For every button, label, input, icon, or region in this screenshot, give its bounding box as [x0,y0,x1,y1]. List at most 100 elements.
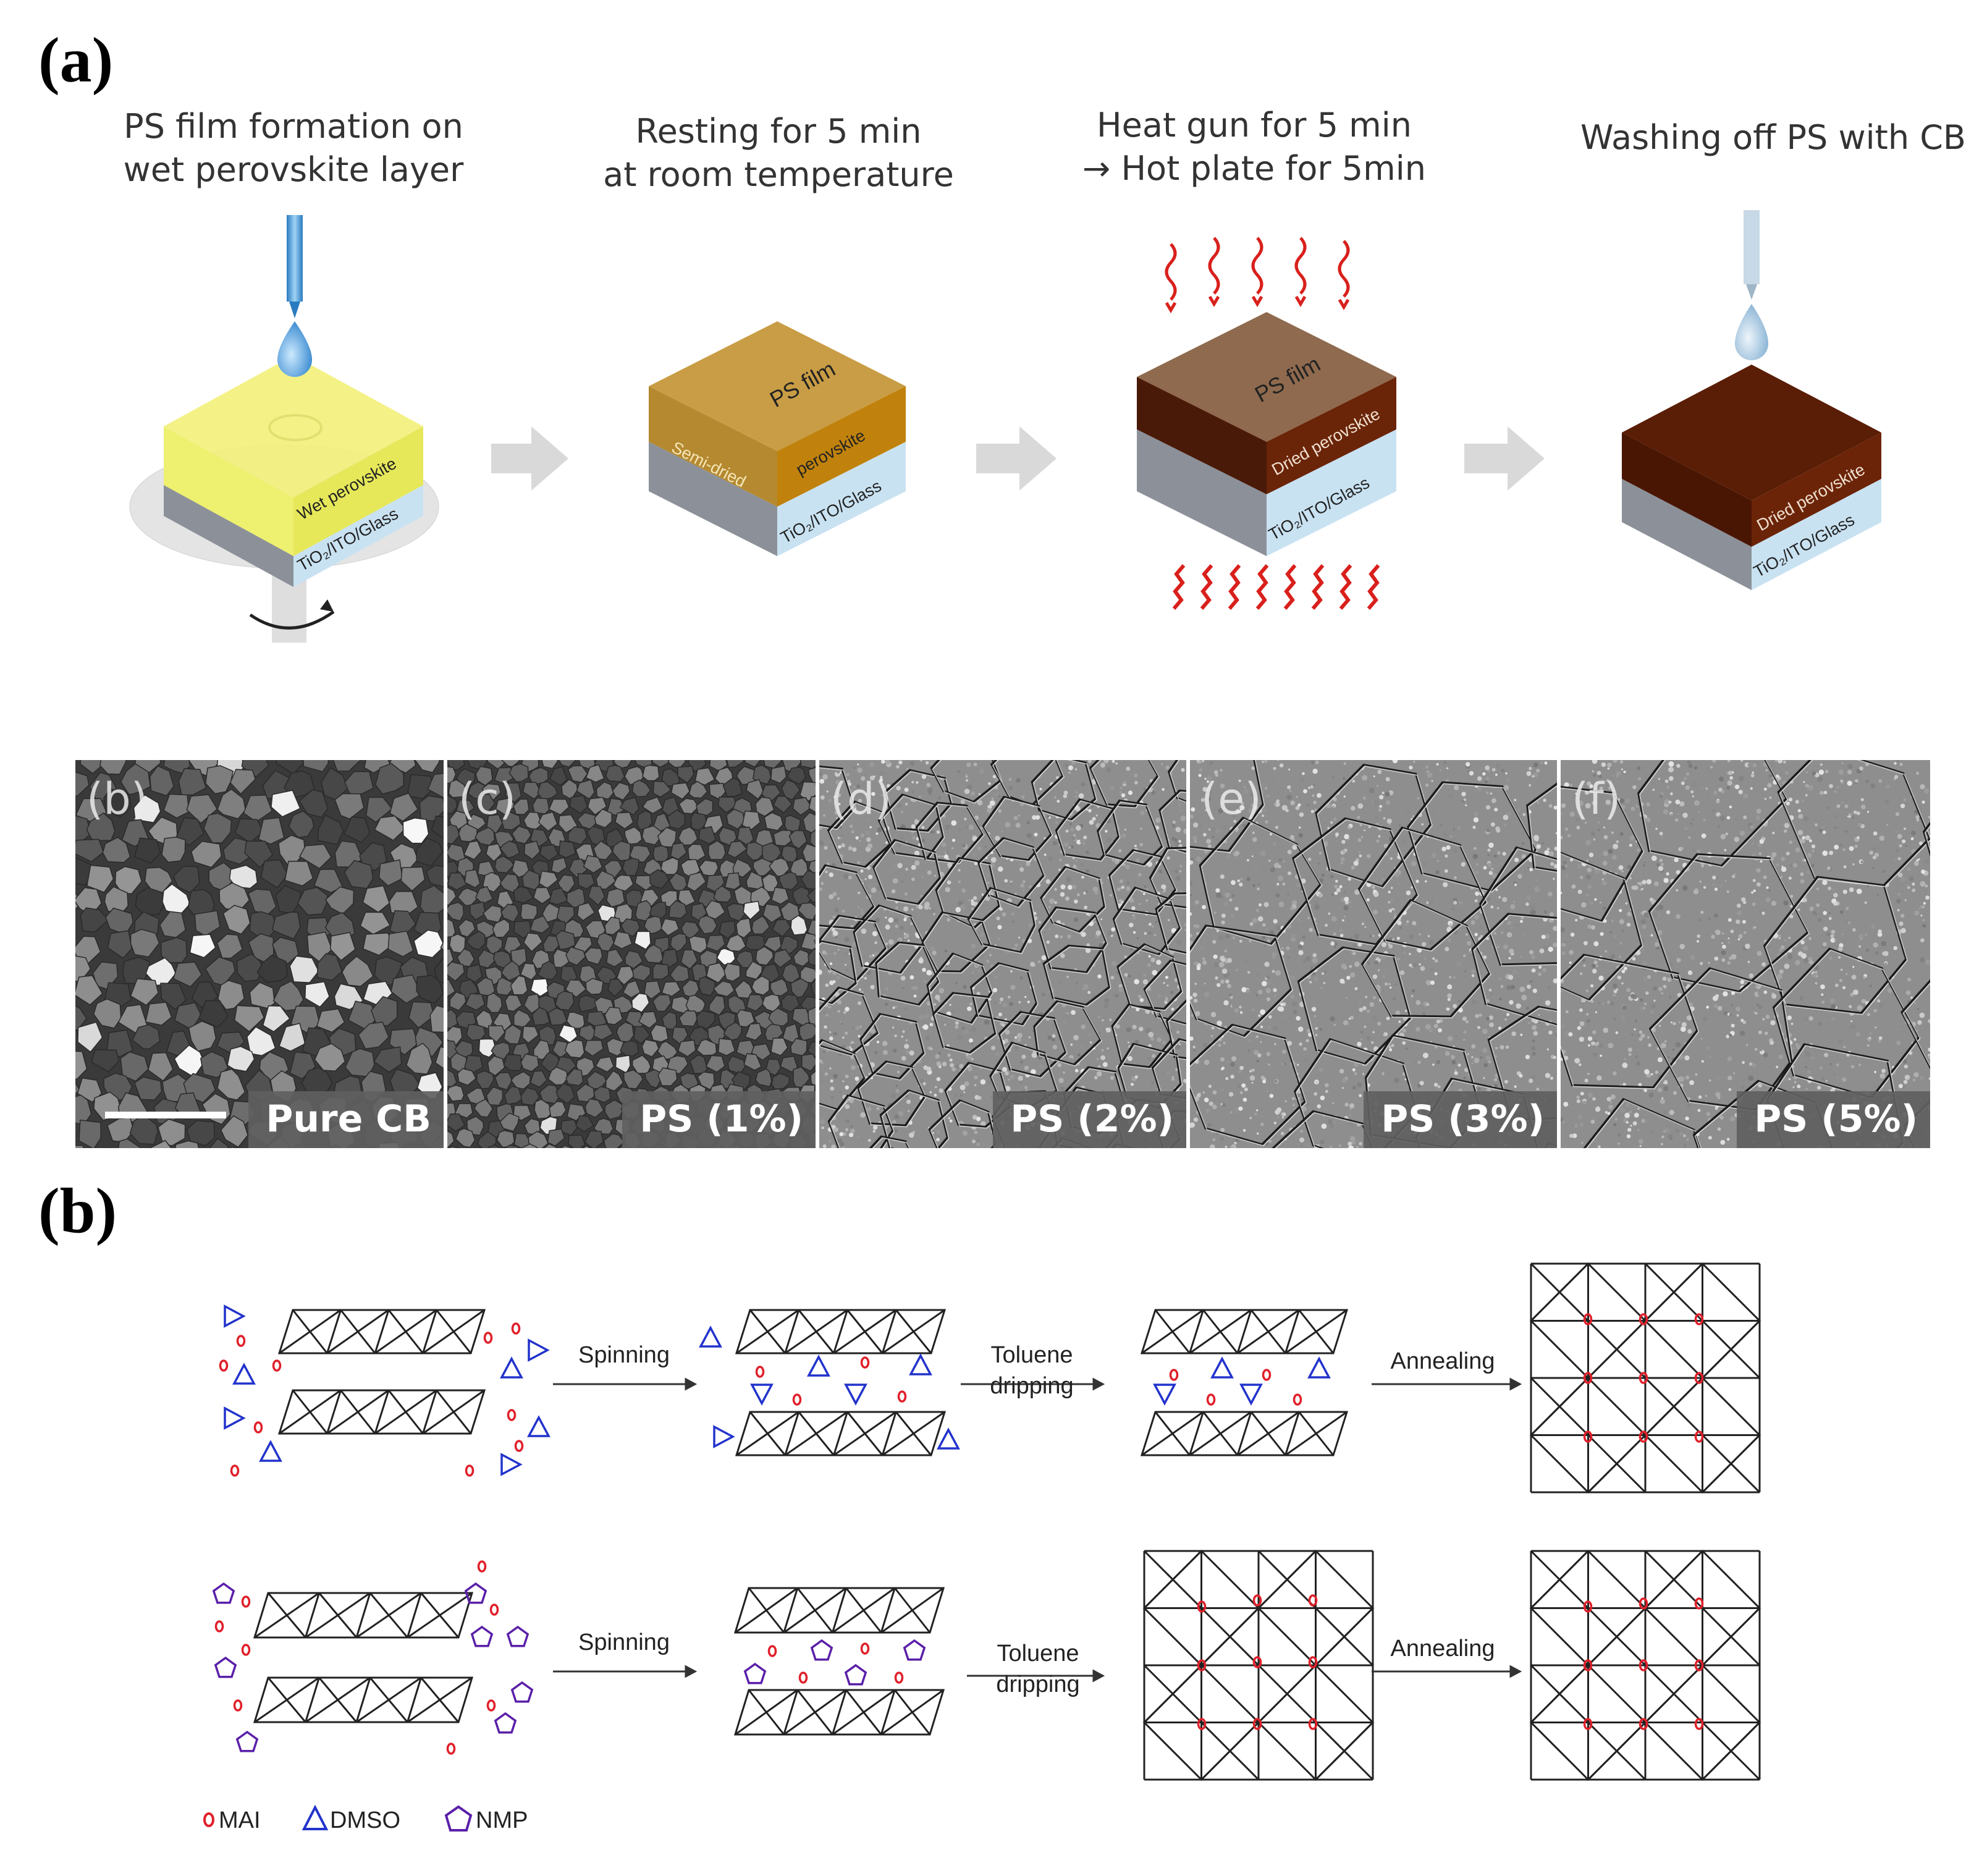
label-annealing-1: Annealing [1390,1348,1495,1374]
mai-marker [514,1440,524,1452]
label-spinning-2: Spinning [578,1629,670,1655]
nmp-marker [510,1681,534,1703]
sem-image-b: (b) Pure CB [75,760,444,1148]
mai-marker [1694,1313,1704,1325]
nmp-marker [212,1582,235,1604]
mai-marker [860,1642,870,1655]
mai-marker [1639,1597,1648,1610]
mai-marker [486,1699,496,1712]
legend-dmso-marker [302,1804,329,1830]
legend-nmp-label: NMP [476,1807,528,1833]
legend-nmp-marker [444,1805,473,1832]
slab-r2s2-bottom [733,1689,945,1736]
dmso-marker [844,1384,867,1406]
mai-marker [1694,1372,1704,1384]
dmso-marker [527,1415,550,1437]
legend-mai-marker [203,1812,214,1827]
sem-letter-d: (d) [830,774,892,824]
dmso-marker [528,1338,550,1362]
mai-marker [755,1366,765,1378]
mai-marker [1197,1600,1207,1613]
slab-r1s3-top [1140,1309,1349,1354]
dmso-marker [232,1363,256,1385]
nmp-marker [810,1639,833,1661]
mai-marker [767,1645,777,1657]
mai-marker [1583,1718,1593,1730]
step4-device [1622,210,1881,590]
label-dripping-1: dripping [990,1373,1073,1399]
dmso-marker [1307,1356,1331,1379]
mai-marker [1252,1594,1262,1607]
mai-marker [1262,1369,1272,1381]
row2-arrow-labels: Spinning Toluene dripping Annealing [578,1629,1495,1697]
dmso-marker [259,1440,282,1462]
dmso-marker [224,1304,246,1328]
mai-marker [511,1322,521,1335]
sem-letter-e: (e) [1201,774,1262,824]
mai-marker [1583,1430,1593,1443]
sem-tag-b: Pure CB [248,1091,444,1148]
sem-letter-b: (b) [86,774,148,824]
mai-marker [233,1699,243,1712]
step2-device [649,321,906,556]
crystallization-scheme: Spinning Toluene dripping Annealing Spin… [203,1262,1761,1833]
mai-marker [1252,1718,1262,1730]
dmso-marker [224,1406,246,1430]
label-spinning-1: Spinning [578,1342,670,1368]
mai-marker [483,1332,493,1344]
mai-marker [236,1335,246,1347]
dmso-marker [713,1425,735,1448]
sem-image-e: (e) PS (3%) [1190,760,1557,1148]
mai-marker [1583,1313,1593,1325]
label-toluene-1: Toluene [990,1342,1073,1368]
sem-tag-f: PS (5%) [1737,1091,1930,1148]
sem-image-d: (d) PS (2%) [819,760,1186,1148]
mai-marker [1583,1372,1593,1384]
nmp-marker [494,1712,517,1734]
mai-marker [894,1671,904,1684]
step4-caption: Washing off PS with CB [1580,118,1966,157]
sem-tag-e: PS (3%) [1364,1091,1557,1148]
crystal-grid-r1 [1529,1262,1761,1494]
mai-marker [1694,1718,1704,1730]
sem-tag-d: PS (2%) [993,1091,1186,1148]
mai-marker [230,1464,240,1477]
dmso-marker [807,1354,830,1377]
slab-r1s2-top [735,1309,947,1354]
dmso-marker [1153,1384,1176,1406]
process-arrow-2 [976,426,1057,491]
sem-image-c: (c) PS (1%) [447,760,816,1148]
mai-marker [1639,1430,1648,1443]
nmp-marker [844,1663,867,1686]
legend: MAI DMSO NMP [203,1804,528,1833]
nmp-marker [506,1625,529,1647]
nmp-marker [470,1625,494,1647]
mai-marker [1293,1393,1302,1406]
mai-marker [792,1393,802,1406]
mai-marker [1639,1718,1648,1730]
label-annealing-2: Annealing [1390,1636,1495,1662]
mai-marker [272,1359,282,1372]
mai-marker [1197,1718,1207,1730]
dmso-marker [699,1325,722,1348]
hot-plate-heat [1172,564,1380,610]
sem-letter-c: (c) [458,774,517,824]
mai-marker [1694,1430,1704,1443]
mai-marker [1308,1594,1318,1607]
row2-arrows [553,1665,1522,1683]
process-arrow-3 [1464,426,1545,491]
heat-gun-waves [1165,237,1350,313]
sem-tag-c: PS (1%) [622,1091,816,1148]
step3-caption: Heat gun for 5 min→ Hot plate for 5min [1082,106,1426,188]
process-arrow-1 [491,426,568,491]
slab-r2s1-bottom [253,1676,474,1723]
mai-marker [1197,1659,1207,1671]
panel-b-label: (b) [38,1175,117,1246]
panel-a-label: (a) [38,25,114,96]
slab-r1s1-bottom [277,1389,486,1435]
mai-marker [1252,1656,1262,1668]
slab-r1s1-top [277,1309,486,1354]
mai-marker [1206,1393,1216,1406]
mai-marker [241,1644,251,1656]
